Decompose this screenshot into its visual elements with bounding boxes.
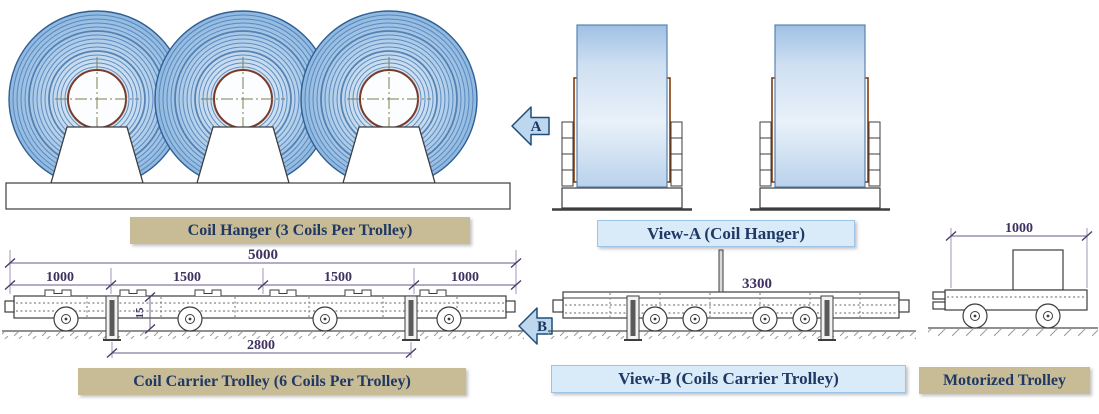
arrow-a-shape xyxy=(511,106,550,146)
arrow-a-letter: A xyxy=(531,119,542,135)
coil-hanger-caption: Coil Hanger (3 Coils Per Trolley) xyxy=(130,217,470,244)
dim-jack-spacing: 2800 xyxy=(247,338,275,353)
coupler-bottom xyxy=(932,301,946,310)
wheel xyxy=(682,306,708,332)
saddle-1 xyxy=(50,126,144,184)
center-pin xyxy=(718,249,724,293)
hanger-base xyxy=(5,182,511,210)
dim-deck-plate: 15 xyxy=(134,307,146,319)
coupler-left xyxy=(4,300,15,313)
coil-carrier-trolley-drawing: 5000 1000 1500 1500 1000 15 2800 xyxy=(2,247,524,359)
coupler-right xyxy=(505,300,516,313)
saddle-2 xyxy=(196,126,290,184)
wheel xyxy=(312,306,338,332)
jack-post-right xyxy=(817,295,837,341)
wheel xyxy=(177,306,203,332)
hanger-unit-2 xyxy=(750,25,890,210)
jack-post-left xyxy=(102,295,122,341)
coupler-top xyxy=(932,291,946,300)
dim-segment-1: 1000 xyxy=(46,270,74,285)
wheel xyxy=(1035,303,1061,329)
wheel xyxy=(792,306,818,332)
dim-motorized-length: 1000 xyxy=(1005,221,1033,236)
motorized-trolley-drawing: 1000 xyxy=(928,221,1098,336)
jack-post-right xyxy=(401,295,421,341)
dim-total-length: 5000 xyxy=(248,247,278,263)
wheel xyxy=(53,306,79,332)
arrow-b-letter: B xyxy=(537,319,547,335)
ground-hatch-middle xyxy=(548,332,916,339)
view-b-caption: View-B (Coils Carrier Trolley) xyxy=(551,365,906,393)
wheel xyxy=(752,306,778,332)
ground-hatch-left xyxy=(2,332,524,339)
coil-hanger-front-view xyxy=(5,10,511,210)
dim-segment-4: 1000 xyxy=(451,270,479,285)
wheel xyxy=(962,303,988,329)
view-b-drawing: 3300 xyxy=(548,249,916,341)
arrow-b-shape xyxy=(518,307,553,345)
view-a-arrow: A xyxy=(511,106,550,146)
jack-post-left xyxy=(623,295,643,341)
view-a-caption: View-A (Coil Hanger) xyxy=(597,220,855,247)
trolley-body xyxy=(13,295,507,319)
view-b-arrow: B xyxy=(518,307,553,345)
ground-hatch-right xyxy=(928,329,1098,336)
motor-cab xyxy=(1012,249,1064,291)
coupler-left xyxy=(552,299,564,313)
dim-view-b-length: 3300 xyxy=(742,276,772,292)
wheel xyxy=(642,306,668,332)
motorized-caption: Motorized Trolley xyxy=(919,367,1090,394)
dim-segment-2: 1500 xyxy=(173,270,201,285)
wheel xyxy=(436,306,462,332)
coil-carrier-caption: Coil Carrier Trolley (6 Coils Per Trolle… xyxy=(78,368,466,395)
saddle-3 xyxy=(342,126,436,184)
dim-segment-3: 1500 xyxy=(324,270,352,285)
coupler-right xyxy=(898,299,910,313)
hanger-unit-1 xyxy=(552,25,692,210)
view-a-drawing xyxy=(552,25,890,210)
